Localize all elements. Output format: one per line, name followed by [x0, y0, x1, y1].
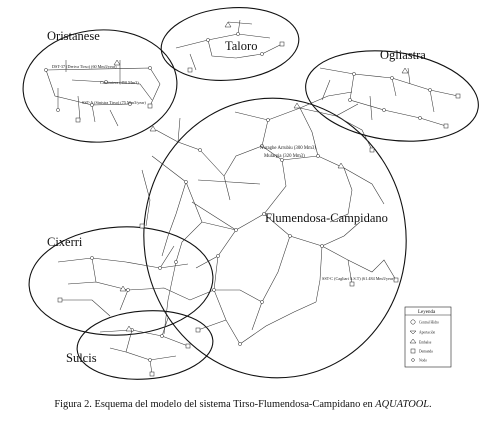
- label-nuraghe: Nuraghe Arrubiu (300 Mm3): [260, 146, 316, 151]
- region-label-flumendosa: Flumendosa-Campidano: [265, 211, 388, 225]
- label-sst-tirso: SST-A (Sinistra Tirso) (75 Mm3/year): [82, 100, 146, 105]
- demand-nodes: [57, 41, 461, 377]
- legend-item: Nodo: [419, 359, 427, 363]
- region-label-ogliastra: Ogliastra: [380, 48, 426, 62]
- flumendosa-region-outline: [143, 97, 407, 379]
- oristanese-region-outline: [22, 29, 178, 143]
- label-mulargia: Mulargia (320 Mm3): [264, 154, 305, 159]
- ogliastra-region-outline: [305, 50, 479, 142]
- legend: Leyenda Central Hidro Aportación Embalse…: [404, 306, 452, 368]
- region-label-cixerri: Cixerri: [47, 235, 83, 249]
- taloro-region-outline: [160, 7, 300, 81]
- caption-emphasis: AQUATOOL: [375, 399, 429, 410]
- reservoir-nodes: [113, 21, 409, 332]
- legend-item: Aportación: [419, 331, 435, 335]
- legend-item: Central Hidro: [419, 321, 439, 325]
- region-label-taloro: Taloro: [225, 39, 257, 53]
- region-label-oristanese: Oristanese: [47, 29, 100, 43]
- cixerri-region-outline: [28, 226, 214, 336]
- region-label-sulcis: Sulcis: [66, 351, 97, 365]
- label-cagliari: SST-C (Cagliari S.S.T) (61.484 Mm3/year): [322, 276, 395, 281]
- node-icon: [411, 358, 415, 362]
- legend-item: Demanda: [419, 350, 433, 354]
- legend-title: Leyenda: [418, 310, 436, 315]
- label-cantoniera: Cantoniera (450 Mm3): [100, 80, 139, 85]
- hydro-plant-icon: [410, 319, 416, 325]
- sulcis-region-outline: [76, 310, 214, 380]
- reservoir-icon: [409, 338, 417, 344]
- label-derivation-tirso: DST-37 (Deriva Tirso) (60 Mm3/year): [52, 64, 117, 69]
- caption-text: Figura 2. Esquema del modelo del sistema…: [54, 399, 376, 410]
- demand-icon: [410, 348, 416, 354]
- figure-caption: Figura 2. Esquema del modelo del sistema…: [2, 399, 484, 410]
- inflow-icon: [409, 330, 417, 335]
- network-links: [45, 19, 459, 375]
- legend-item: Embalse: [419, 341, 432, 345]
- network-nodes: [44, 32, 432, 362]
- caption-end: .: [429, 399, 432, 410]
- system-diagram: DST-37 (Deriva Tirso) (60 Mm3/year) Cant…: [22, 7, 479, 380]
